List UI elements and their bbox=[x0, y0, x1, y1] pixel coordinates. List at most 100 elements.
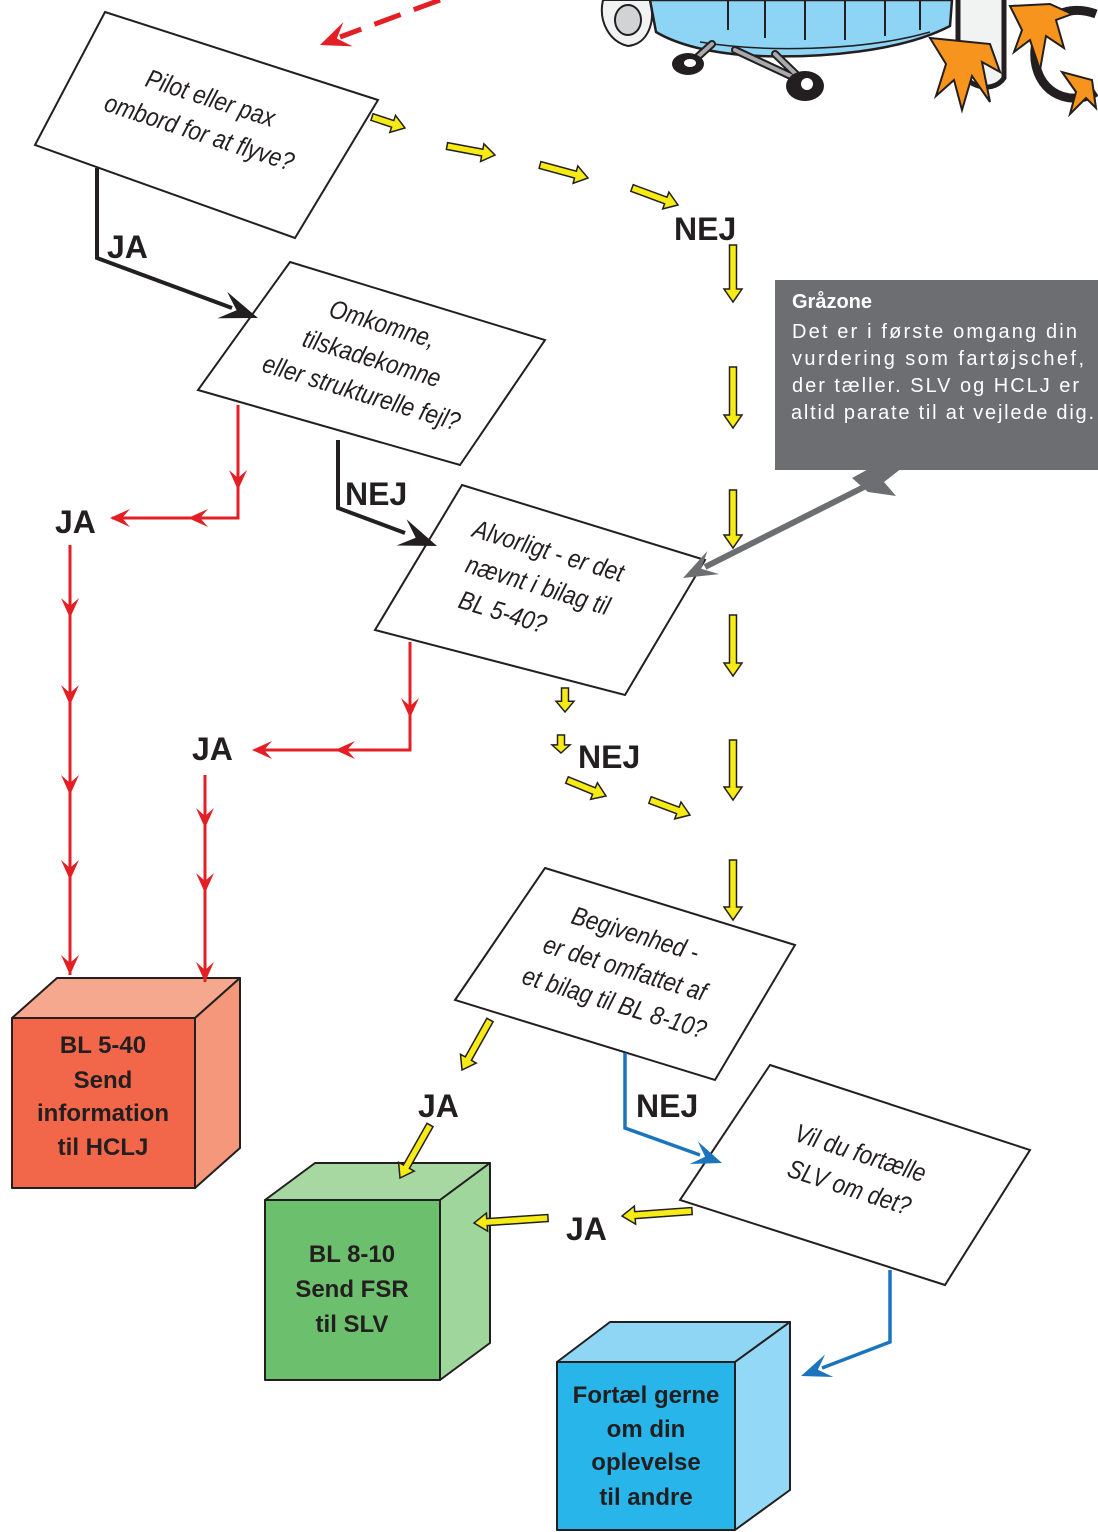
outcome-text: BL 5-40 bbox=[60, 1032, 146, 1059]
edge-label-ja: JA bbox=[55, 504, 96, 540]
airplane-illustration bbox=[600, 0, 1098, 118]
outcome-text: Fortæl gerne bbox=[573, 1382, 720, 1409]
outcome-text: til HCLJ bbox=[58, 1134, 149, 1161]
yellow-arrow bbox=[445, 141, 497, 163]
edge-labels: JA NEJ JA NEJ JA NEJ JA NEJ JA bbox=[55, 211, 736, 1247]
decision-pilot-onboard: Pilot eller pax ombord for at flyve? bbox=[33, 10, 380, 240]
connector-line bbox=[703, 480, 874, 570]
edge-q4-ja bbox=[397, 1017, 495, 1180]
arrow-head bbox=[61, 598, 79, 618]
callout-pointer bbox=[683, 466, 902, 578]
edge-label-nej: NEJ bbox=[345, 476, 407, 512]
connector-line bbox=[821, 1270, 892, 1370]
edge-q4-nej bbox=[623, 1053, 722, 1164]
arrow-head bbox=[689, 1141, 722, 1164]
edge-label-ja: JA bbox=[107, 229, 148, 265]
yellow-arrow bbox=[472, 1211, 549, 1233]
arrow-head bbox=[196, 962, 214, 982]
outcome-text: information bbox=[37, 1100, 169, 1127]
edge-q5-other bbox=[801, 1270, 892, 1377]
yellow-arrow bbox=[722, 366, 744, 430]
edge-q1-ja bbox=[95, 168, 258, 319]
callout-line: Det er i første omgang din bbox=[792, 321, 1077, 343]
yellow-arrow bbox=[564, 775, 608, 801]
connector-line bbox=[339, 0, 441, 40]
arrow-head bbox=[252, 741, 272, 759]
decision-shape bbox=[453, 866, 797, 1082]
outcome-bl-5-40: BL 5-40 Send information til HCLJ bbox=[11, 977, 241, 1189]
decision-tell-slv: Vil du fortælle SLV om det? bbox=[678, 1063, 1032, 1287]
edge-label-nej: NEJ bbox=[578, 739, 640, 775]
yellow-arrow bbox=[550, 734, 572, 755]
arrow-head bbox=[229, 470, 247, 490]
grey-zone-callout: Gråzone Det er i første omgang din vurde… bbox=[775, 280, 1098, 470]
arrow-head bbox=[196, 808, 214, 828]
yellow-arrow bbox=[459, 1017, 495, 1072]
arrow-head bbox=[396, 519, 437, 546]
outcome-text: BL 8-10 bbox=[309, 1241, 395, 1268]
decision-occurrence: Begivenhed - er det omfattet af et bilag… bbox=[453, 866, 797, 1082]
decision-shape bbox=[196, 260, 547, 467]
decision-shape bbox=[33, 10, 380, 240]
outcome-text: oplevelse bbox=[591, 1449, 700, 1476]
cube-front bbox=[264, 1199, 441, 1381]
connector-line bbox=[112, 405, 240, 520]
airplane-wheel-rear-hub bbox=[801, 78, 813, 90]
connector-line bbox=[95, 168, 233, 310]
yellow-arrow bbox=[647, 795, 692, 820]
cube-front bbox=[11, 1017, 196, 1189]
airplane-belly-line bbox=[699, 31, 931, 50]
arrow-head bbox=[683, 551, 720, 578]
yellow-arrow bbox=[538, 160, 590, 185]
yellow-arrow bbox=[722, 614, 744, 678]
yellow-arrow bbox=[554, 687, 576, 714]
yellow-arrow bbox=[620, 1204, 693, 1226]
yellow-arrow bbox=[397, 1122, 435, 1180]
outcome-text: Send FSR bbox=[295, 1276, 408, 1303]
yellow-arrow bbox=[722, 859, 744, 922]
arrow-head bbox=[196, 873, 214, 893]
arrow-head bbox=[801, 1354, 834, 1377]
arrow-head bbox=[320, 22, 353, 47]
yellow-arrow bbox=[369, 112, 407, 134]
edge-q5-ja bbox=[472, 1204, 693, 1233]
edge-q3-ja bbox=[196, 642, 419, 982]
arrow-head bbox=[61, 775, 79, 795]
edge-label-ja: JA bbox=[566, 1211, 607, 1247]
pointer-fletching bbox=[852, 466, 902, 496]
arrow-head bbox=[335, 741, 355, 759]
airplane-emblem-flame-2 bbox=[1008, 2, 1075, 71]
callout-line: altid parate til at vejlede dig. bbox=[791, 402, 1094, 424]
outcome-text: om din bbox=[607, 1416, 686, 1443]
decision-serious: Alvorligt - er det nævnt i bilag til BL … bbox=[373, 483, 707, 697]
arrow-head bbox=[188, 509, 208, 527]
edge-label-ja: JA bbox=[192, 731, 233, 767]
incoming-arrow bbox=[320, 0, 441, 47]
arrow-head bbox=[61, 860, 79, 880]
outcome-bl-8-10: BL 8-10 Send FSR til SLV bbox=[264, 1162, 491, 1381]
edge-q2-nej bbox=[336, 440, 437, 546]
edge-q1-nej bbox=[369, 112, 744, 922]
edge-label-ja: JA bbox=[418, 1088, 459, 1124]
arrow-head bbox=[61, 685, 79, 705]
outcome-text: Send bbox=[74, 1067, 133, 1094]
yellow-arrow bbox=[722, 739, 744, 802]
airplane-wheel-front-hub bbox=[684, 59, 696, 67]
edge-label-nej: NEJ bbox=[636, 1088, 698, 1124]
yellow-arrow bbox=[629, 183, 680, 210]
connectors bbox=[61, 0, 902, 1377]
callout-box bbox=[775, 280, 1098, 470]
edge-q2-ja bbox=[61, 405, 247, 975]
yellow-arrow bbox=[722, 244, 744, 304]
outcome-text: til SLV bbox=[316, 1311, 389, 1338]
airplane-spinner bbox=[614, 4, 642, 36]
yellow-arrow bbox=[722, 489, 744, 550]
callout-title: Gråzone bbox=[792, 290, 872, 313]
cube-front bbox=[556, 1361, 736, 1531]
edge-q3-nej bbox=[550, 687, 692, 820]
decision-shape bbox=[373, 483, 707, 697]
decision-casualties: Omkomne, tilskadekomne eller strukturell… bbox=[196, 260, 547, 467]
outcome-tell-others: Fortæl gerne om din oplevelse til andre bbox=[556, 1321, 791, 1531]
outcome-text: til andre bbox=[599, 1484, 692, 1511]
